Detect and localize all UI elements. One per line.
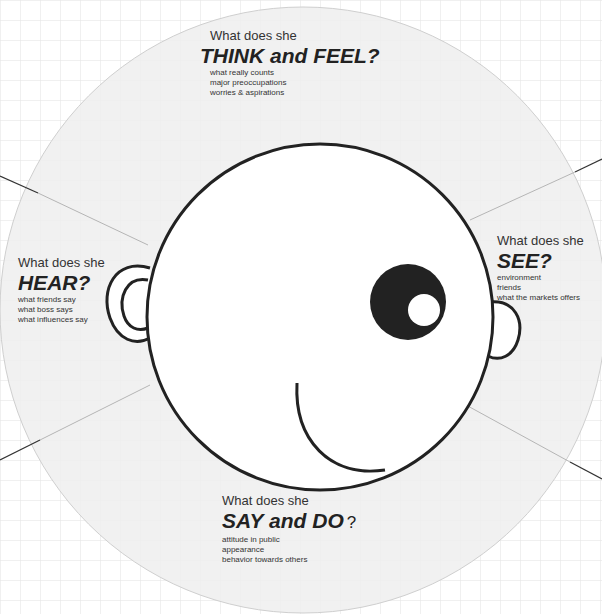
empathy-quadrant: What does sheSEE?environmentfriendswhat … — [497, 233, 602, 303]
empathy-quadrant: What does sheHEAR?what friends saywhat b… — [18, 255, 128, 325]
question-lead: What does she — [222, 493, 402, 509]
divider-line — [40, 385, 150, 440]
empathy-quadrant: What does sheSAY and DO?attitude in publ… — [222, 493, 402, 565]
divider-line — [0, 440, 40, 460]
divider-line — [470, 172, 575, 220]
quadrant-heading: SAY and DO — [222, 509, 344, 533]
prompt-item: friends — [497, 283, 602, 293]
prompt-item: what boss says — [18, 305, 128, 315]
outer-circle — [0, 7, 602, 613]
question-lead: What does she — [497, 233, 602, 249]
question-lead: What does she — [18, 255, 128, 271]
left-ear-inner — [122, 280, 148, 330]
prompt-item: what the markets offers — [497, 293, 602, 303]
prompt-item: behavior towards others — [222, 555, 402, 565]
prompt-item: worries & aspirations — [200, 88, 400, 98]
eye — [370, 264, 446, 340]
face-circle — [147, 144, 493, 490]
divider-line — [466, 405, 570, 462]
pupil-highlight — [408, 294, 440, 326]
question-mark: ? — [347, 511, 356, 535]
quadrant-heading: THINK and FEEL? — [200, 44, 380, 68]
question-lead: What does she — [200, 28, 400, 44]
prompt-item: appearance — [222, 545, 402, 555]
left-ear — [107, 266, 150, 341]
divider-line — [0, 176, 38, 193]
prompt-item: what influences say — [18, 315, 128, 325]
quadrant-heading: HEAR? — [18, 271, 90, 295]
divider-line — [38, 193, 148, 245]
prompt-item: environment — [497, 273, 602, 283]
quadrant-heading: SEE? — [497, 249, 552, 273]
prompt-item: major preoccupations — [200, 78, 400, 88]
prompt-item: attitude in public — [222, 535, 402, 545]
divider-line — [575, 159, 602, 172]
empathy-quadrant: What does sheTHINK and FEEL?what really … — [200, 28, 400, 98]
smile — [297, 383, 385, 471]
divider-line — [570, 462, 602, 479]
prompt-item: what really counts — [200, 68, 400, 78]
prompt-item: what friends say — [18, 295, 128, 305]
